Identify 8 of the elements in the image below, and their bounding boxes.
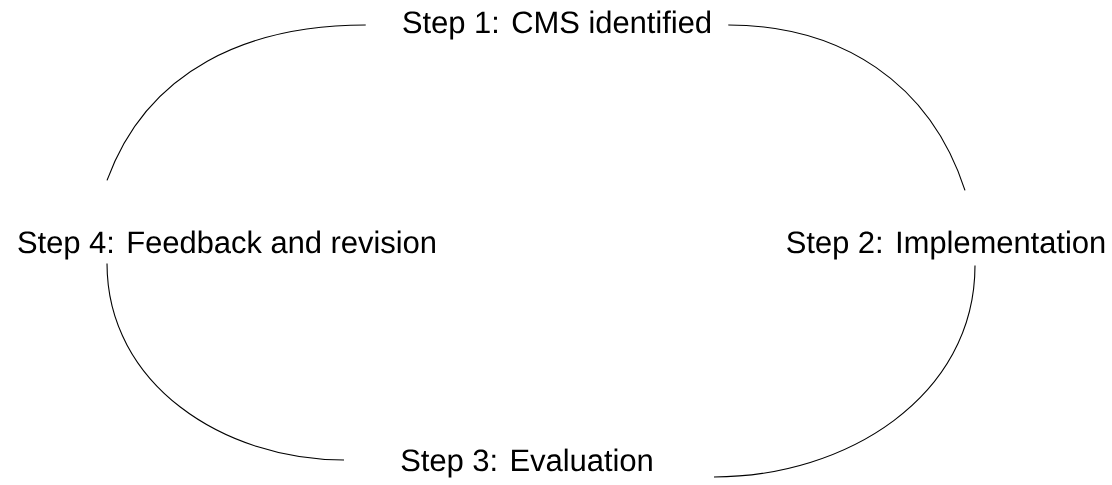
arc-connector: [106, 24, 367, 181]
arc-connector: [713, 265, 976, 478]
step-label: Step 1: CMS identified: [403, 10, 711, 40]
step-label: Step 4: Feedback and revision: [18, 230, 435, 260]
arc-connector: [727, 24, 966, 191]
step-label: Step 3: Evaluation: [401, 448, 652, 478]
step-label: Step 2: Implementation: [787, 230, 1105, 260]
arc-connector: [106, 263, 345, 461]
